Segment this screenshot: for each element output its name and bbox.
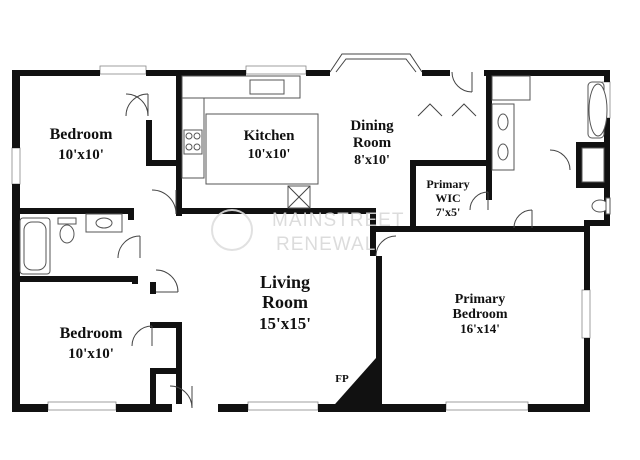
dining-line1: Dining bbox=[350, 118, 394, 134]
bay-window bbox=[329, 53, 423, 73]
bedroom-nw-name: Bedroom bbox=[50, 126, 113, 143]
watermark: MAINSTREET RENEWAL bbox=[211, 209, 404, 255]
interior-walls bbox=[18, 76, 604, 408]
bedroom-sw-name: Bedroom bbox=[60, 325, 123, 342]
water-heater-closet bbox=[491, 75, 531, 101]
kitchen-size: 10'x10' bbox=[248, 147, 291, 162]
hall-toilet-tank bbox=[57, 217, 77, 225]
fireplace-label: FP bbox=[335, 373, 349, 385]
watermark-line2: RENEWAL bbox=[276, 234, 376, 255]
fixtures bbox=[19, 75, 611, 275]
primary-wic-size: 7'x5' bbox=[436, 205, 461, 219]
primary-wic-line2: WIC bbox=[435, 191, 460, 205]
primary-bedroom-line1: Primary bbox=[455, 292, 506, 307]
primary-bedroom-size: 16'x14' bbox=[460, 321, 500, 336]
dining-line2: Room bbox=[353, 135, 392, 151]
bedroom-sw-size: 10'x10' bbox=[68, 346, 114, 362]
room-labels: Bedroom 10'x10' Kitchen 10'x10' Dining R… bbox=[50, 118, 508, 385]
primary-vanity bbox=[491, 103, 515, 171]
living-size: 15'x15' bbox=[259, 314, 311, 333]
living-line2: Room bbox=[262, 292, 308, 312]
primary-bedroom-line2: Bedroom bbox=[453, 307, 508, 322]
kitchen-island bbox=[205, 113, 319, 185]
exterior-walls bbox=[12, 70, 610, 412]
living-line1: Living bbox=[260, 272, 310, 292]
fireplace bbox=[328, 358, 376, 412]
bedroom-nw-size: 10'x10' bbox=[58, 147, 104, 163]
windows bbox=[11, 65, 611, 411]
kitchen-name: Kitchen bbox=[244, 128, 295, 144]
shower bbox=[581, 147, 605, 183]
watermark-line1: MAINSTREET bbox=[272, 210, 404, 231]
dining-size: 8'x10' bbox=[354, 153, 390, 168]
primary-wic-line1: Primary bbox=[426, 177, 469, 191]
door-swings bbox=[117, 71, 571, 409]
